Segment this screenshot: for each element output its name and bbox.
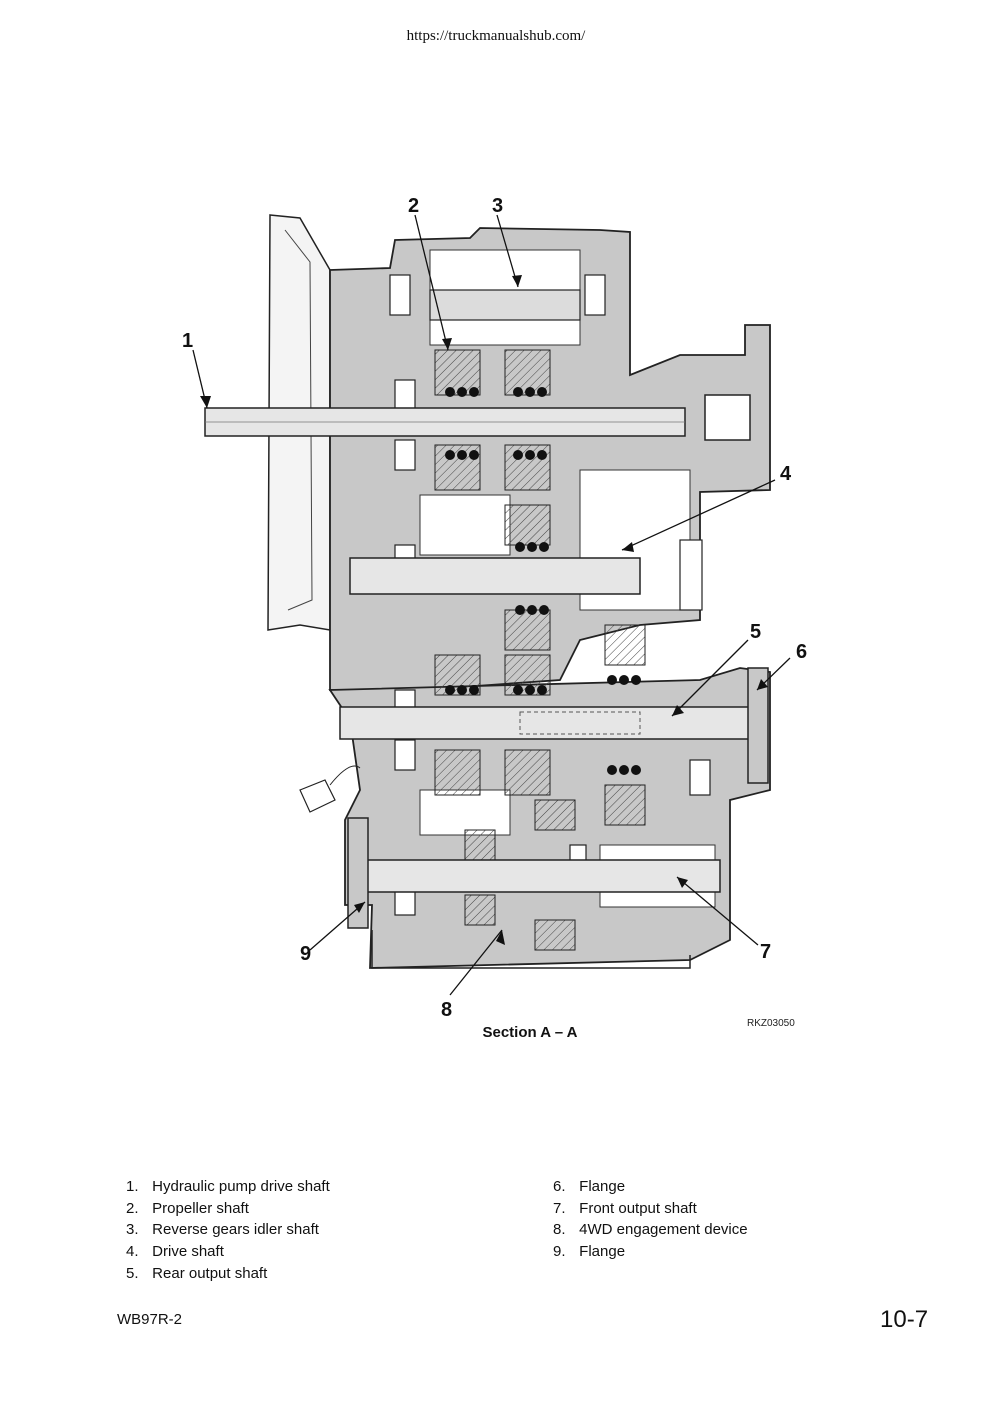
legend-item: 4. Drive shaft	[126, 1243, 224, 1261]
legend-item: 5. Rear output shaft	[126, 1264, 268, 1282]
legend-item: 3. Reverse gears idler shaft	[126, 1221, 319, 1239]
callout-6: 6	[796, 641, 807, 663]
legend-item: 8. 4WD engagement device	[553, 1221, 748, 1239]
legend-right: 6. Flange 7. Front output shaft 8. 4WD e…	[553, 1176, 748, 1263]
footer-model: WB97R-2	[117, 1311, 183, 1328]
source-url[interactable]: https://truckmanualshub.com/	[406, 28, 586, 44]
callout-1: 1	[182, 330, 193, 352]
callout-5: 5	[750, 621, 761, 643]
transmission-section-drawing: 1 2 3 4 5 6 7 8 9	[182, 195, 807, 1020]
legend-item: 6. Flange	[553, 1178, 626, 1195]
legend-item: 7. Front output shaft	[553, 1199, 697, 1217]
legend-item: 2. Propeller shaft	[126, 1199, 249, 1217]
callout-4: 4	[780, 463, 792, 485]
legend-left: 1. Hydraulic pump drive shaft 2. Propell…	[126, 1176, 330, 1285]
figure-code: RKZ03050	[747, 1018, 795, 1029]
legend-item: 1. Hydraulic pump drive shaft	[126, 1178, 330, 1195]
callout-3: 3	[492, 195, 503, 217]
callout-2: 2	[408, 195, 419, 217]
legend-item: 9. Flange	[553, 1243, 626, 1261]
figure-caption: Section A – A	[482, 1024, 578, 1041]
page-number: 10-7	[880, 1306, 929, 1333]
callout-9: 9	[300, 943, 311, 965]
callout-7: 7	[760, 941, 771, 963]
callout-8: 8	[441, 999, 452, 1020]
